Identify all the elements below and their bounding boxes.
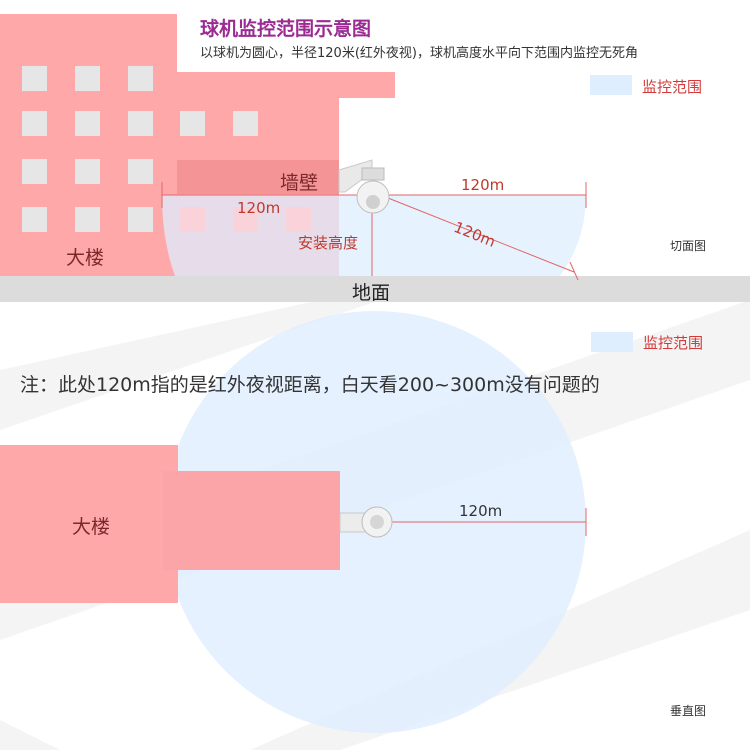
section-distance-left: 120m <box>237 199 281 217</box>
ground-strip <box>0 276 750 302</box>
section-building-ledge <box>177 72 395 98</box>
building-windows <box>22 66 258 232</box>
section-view-name: 切面图 <box>670 239 707 253</box>
section-building-label: 大楼 <box>66 247 105 269</box>
legend-swatch-bottom <box>591 332 633 352</box>
top-radius-line <box>392 508 587 536</box>
top-building-label: 大楼 <box>72 516 111 538</box>
section-view <box>0 14 750 302</box>
page-title: 球机监控范围示意图 <box>200 18 372 40</box>
legend-swatch-top <box>590 75 632 95</box>
section-camera-icon <box>338 159 390 214</box>
page-subtitle: 以球机为圆心，半径120米(红外夜视)，球机高度水平向下范围内监控无死角 <box>200 46 638 61</box>
legend-label-bottom: 监控范围 <box>643 334 704 352</box>
top-view <box>0 311 587 733</box>
section-coverage-area <box>162 195 586 276</box>
top-radius-label: 120m <box>459 502 503 520</box>
section-measure-lines <box>161 182 587 281</box>
ground-label: 地面 <box>352 282 391 304</box>
section-wall-band <box>177 160 339 194</box>
legend-label-top: 监控范围 <box>642 78 703 96</box>
top-camera-icon <box>339 506 393 538</box>
top-building <box>0 445 178 603</box>
top-view-name: 垂直图 <box>670 704 707 718</box>
section-wall-label: 墙壁 <box>280 172 319 194</box>
section-building <box>0 14 177 276</box>
install-height-label: 安装高度 <box>298 234 359 252</box>
section-distance-right: 120m <box>461 176 505 194</box>
note-text: 注：此处120m指的是红外夜视距离，白天看200~300m没有问题的 <box>20 374 600 396</box>
